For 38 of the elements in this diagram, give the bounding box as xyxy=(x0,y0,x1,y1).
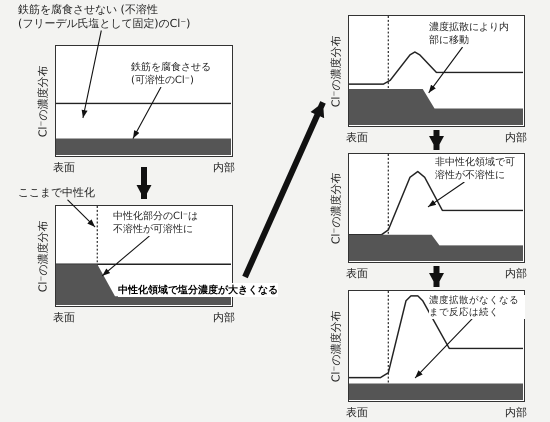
axis-label: 内部 xyxy=(505,405,527,420)
shaded-area xyxy=(349,234,523,261)
axis-label: 内部 xyxy=(505,130,527,145)
axis-label: 表面 xyxy=(346,405,368,420)
axis-label: Cl⁻の濃度分布 xyxy=(328,35,344,107)
axis-label: 内部 xyxy=(213,160,235,175)
axis-label: 内部 xyxy=(213,310,235,325)
annotation-text: 濃度拡散がなくなるまで反応は続く xyxy=(429,295,525,319)
axis-label: Cl⁻の濃度分布 xyxy=(35,220,50,292)
leader-line xyxy=(428,46,464,94)
note-text: 中性化領域で塩分濃度が大きくなる xyxy=(118,283,278,297)
axis-label: Cl⁻の濃度分布 xyxy=(35,65,50,137)
axis-label: 表面 xyxy=(346,266,368,281)
leader-line xyxy=(82,30,102,118)
arrow xyxy=(429,266,444,287)
shaded-area xyxy=(56,138,231,155)
leader-line xyxy=(67,199,96,228)
plot-frame xyxy=(55,45,233,157)
leader-line xyxy=(414,318,473,378)
axis-label: 表面 xyxy=(53,160,75,175)
axis-label: 表面 xyxy=(53,310,75,325)
leader-line xyxy=(102,236,150,276)
leader-line xyxy=(132,86,162,139)
annotation-text: ここまで中性化 xyxy=(18,186,128,200)
shaded-area xyxy=(349,89,523,125)
axis-label: 表面 xyxy=(346,130,368,145)
annotation-text: 鉄筋を腐食させない (不溶性(フリーデル氏塩として固定)のCl⁻) xyxy=(18,3,263,30)
axis-label: Cl⁻の濃度分布 xyxy=(328,172,344,244)
axis-label: 内部 xyxy=(505,266,527,281)
plot-frame xyxy=(348,290,525,402)
plot-frame xyxy=(348,153,525,263)
leader-line xyxy=(428,182,465,208)
plot-frame xyxy=(348,15,525,127)
arrow xyxy=(136,167,152,199)
arrow xyxy=(429,130,444,150)
arrow xyxy=(242,101,326,278)
axis-label: Cl⁻の濃度分布 xyxy=(328,310,344,382)
shaded-area xyxy=(349,383,523,400)
